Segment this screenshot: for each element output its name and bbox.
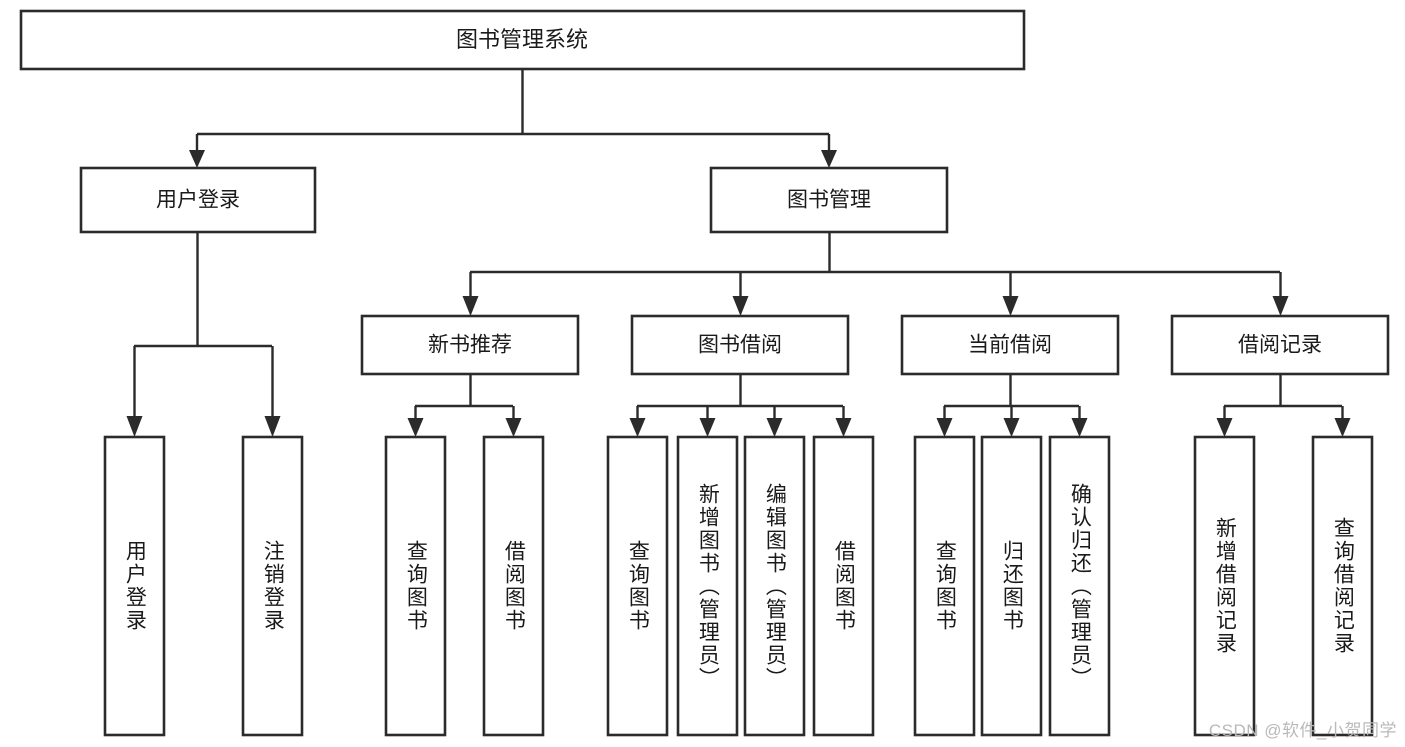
arrow-head-new-book-rec: [462, 296, 479, 316]
node-user-login-rect[interactable]: [79, 166, 317, 234]
node-leaf-borrow-book-1-rect[interactable]: [482, 435, 545, 737]
node-user-login[interactable]: 用户登录: [79, 166, 317, 234]
node-new-book-rec-label: 新书推荐: [428, 334, 512, 357]
arrow-head-leaf-borrow-book-1: [505, 418, 522, 437]
node-leaf-confirm-return-rect[interactable]: [1048, 435, 1111, 737]
node-leaf-add-book-rect[interactable]: [676, 435, 739, 737]
node-leaf-add-record-rect[interactable]: [1193, 435, 1256, 737]
arrow-head-book-manage: [821, 150, 837, 168]
node-current-borrow-rect[interactable]: [900, 314, 1120, 376]
node-leaf-borrow-book-2-rect[interactable]: [812, 435, 875, 737]
node-book-borrow-rect[interactable]: [630, 314, 850, 376]
arrow-head-leaf-user-logout: [264, 416, 281, 437]
node-leaf-return-book-rect[interactable]: [980, 435, 1043, 737]
node-leaf-user-login-rect[interactable]: [103, 435, 166, 737]
arrow-head-leaf-query-record: [1334, 418, 1351, 437]
node-new-book-rec-rect[interactable]: [360, 314, 580, 376]
arrow-head-current-borrow: [1002, 296, 1019, 316]
node-book-borrow[interactable]: 图书借阅: [630, 314, 850, 376]
arrow-head-borrow-record: [1272, 296, 1289, 316]
node-root-rect[interactable]: [19, 9, 1026, 71]
node-leaf-query-book-3-rect[interactable]: [913, 435, 976, 737]
arrow-head-leaf-query-book-3: [936, 418, 953, 437]
arrow-head-leaf-add-book: [699, 418, 716, 437]
connector-group-borrow-record: [1216, 374, 1351, 437]
arrow-head-leaf-add-record: [1216, 418, 1233, 437]
arrow-head-leaf-edit-book: [766, 418, 783, 437]
arrow-head-leaf-confirm-return: [1071, 418, 1088, 437]
node-new-book-rec[interactable]: 新书推荐: [360, 314, 580, 376]
csdn-watermark: CSDN @软件_小贺同学: [1208, 721, 1397, 740]
arrow-head-leaf-borrow-book-2: [835, 418, 852, 437]
node-current-borrow[interactable]: 当前借阅: [900, 314, 1120, 376]
node-user-login-label: 用户登录: [156, 189, 240, 212]
connector-group-new-book-rec: [407, 374, 522, 437]
leaf-box-group: [103, 435, 1374, 737]
node-leaf-query-book-2-rect[interactable]: [606, 435, 669, 737]
node-leaf-user-logout-rect[interactable]: [241, 435, 304, 737]
connector-group-book-manage: [462, 232, 1289, 316]
node-current-borrow-label: 当前借阅: [968, 334, 1052, 357]
arrow-head-leaf-query-book-2: [629, 418, 646, 437]
node-root-label: 图书管理系统: [456, 27, 588, 52]
arrow-head-leaf-user-login: [126, 416, 143, 437]
arrow-head-leaf-query-book-1: [407, 418, 424, 437]
node-borrow-record-label: 借阅记录: [1238, 334, 1322, 357]
node-root[interactable]: 图书管理系统: [19, 9, 1026, 71]
node-book-manage-rect[interactable]: [709, 166, 949, 234]
connector-group-user-login: [126, 232, 281, 437]
node-book-borrow-label: 图书借阅: [698, 334, 782, 357]
node-leaf-edit-book-rect[interactable]: [743, 435, 806, 737]
connector-group-current-borrow: [936, 374, 1088, 437]
arrow-head-leaf-return-book: [1003, 418, 1020, 437]
node-borrow-record[interactable]: 借阅记录: [1170, 314, 1390, 376]
arrow-head-user-login: [189, 150, 205, 168]
arrow-head-book-borrow: [732, 296, 749, 316]
connector-group-root: [189, 69, 837, 168]
node-borrow-record-rect[interactable]: [1170, 314, 1390, 376]
node-book-manage-label: 图书管理: [787, 189, 871, 212]
node-leaf-query-record-rect[interactable]: [1311, 435, 1374, 737]
node-leaf-query-book-1-rect[interactable]: [384, 435, 447, 737]
connector-group-book-borrow: [629, 374, 852, 437]
node-book-manage[interactable]: 图书管理: [709, 166, 949, 234]
